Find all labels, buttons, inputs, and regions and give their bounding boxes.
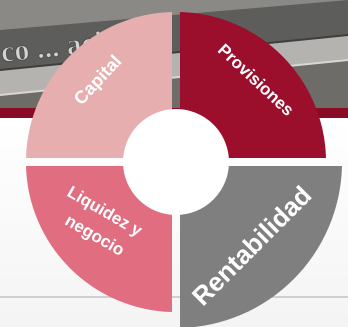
segment-rentabilidad [180, 166, 342, 327]
segment-liquidez [26, 166, 172, 312]
segment-capital [26, 12, 172, 158]
center-hole [123, 109, 229, 215]
segment-provisiones [180, 12, 326, 158]
panel-divider [0, 296, 348, 298]
